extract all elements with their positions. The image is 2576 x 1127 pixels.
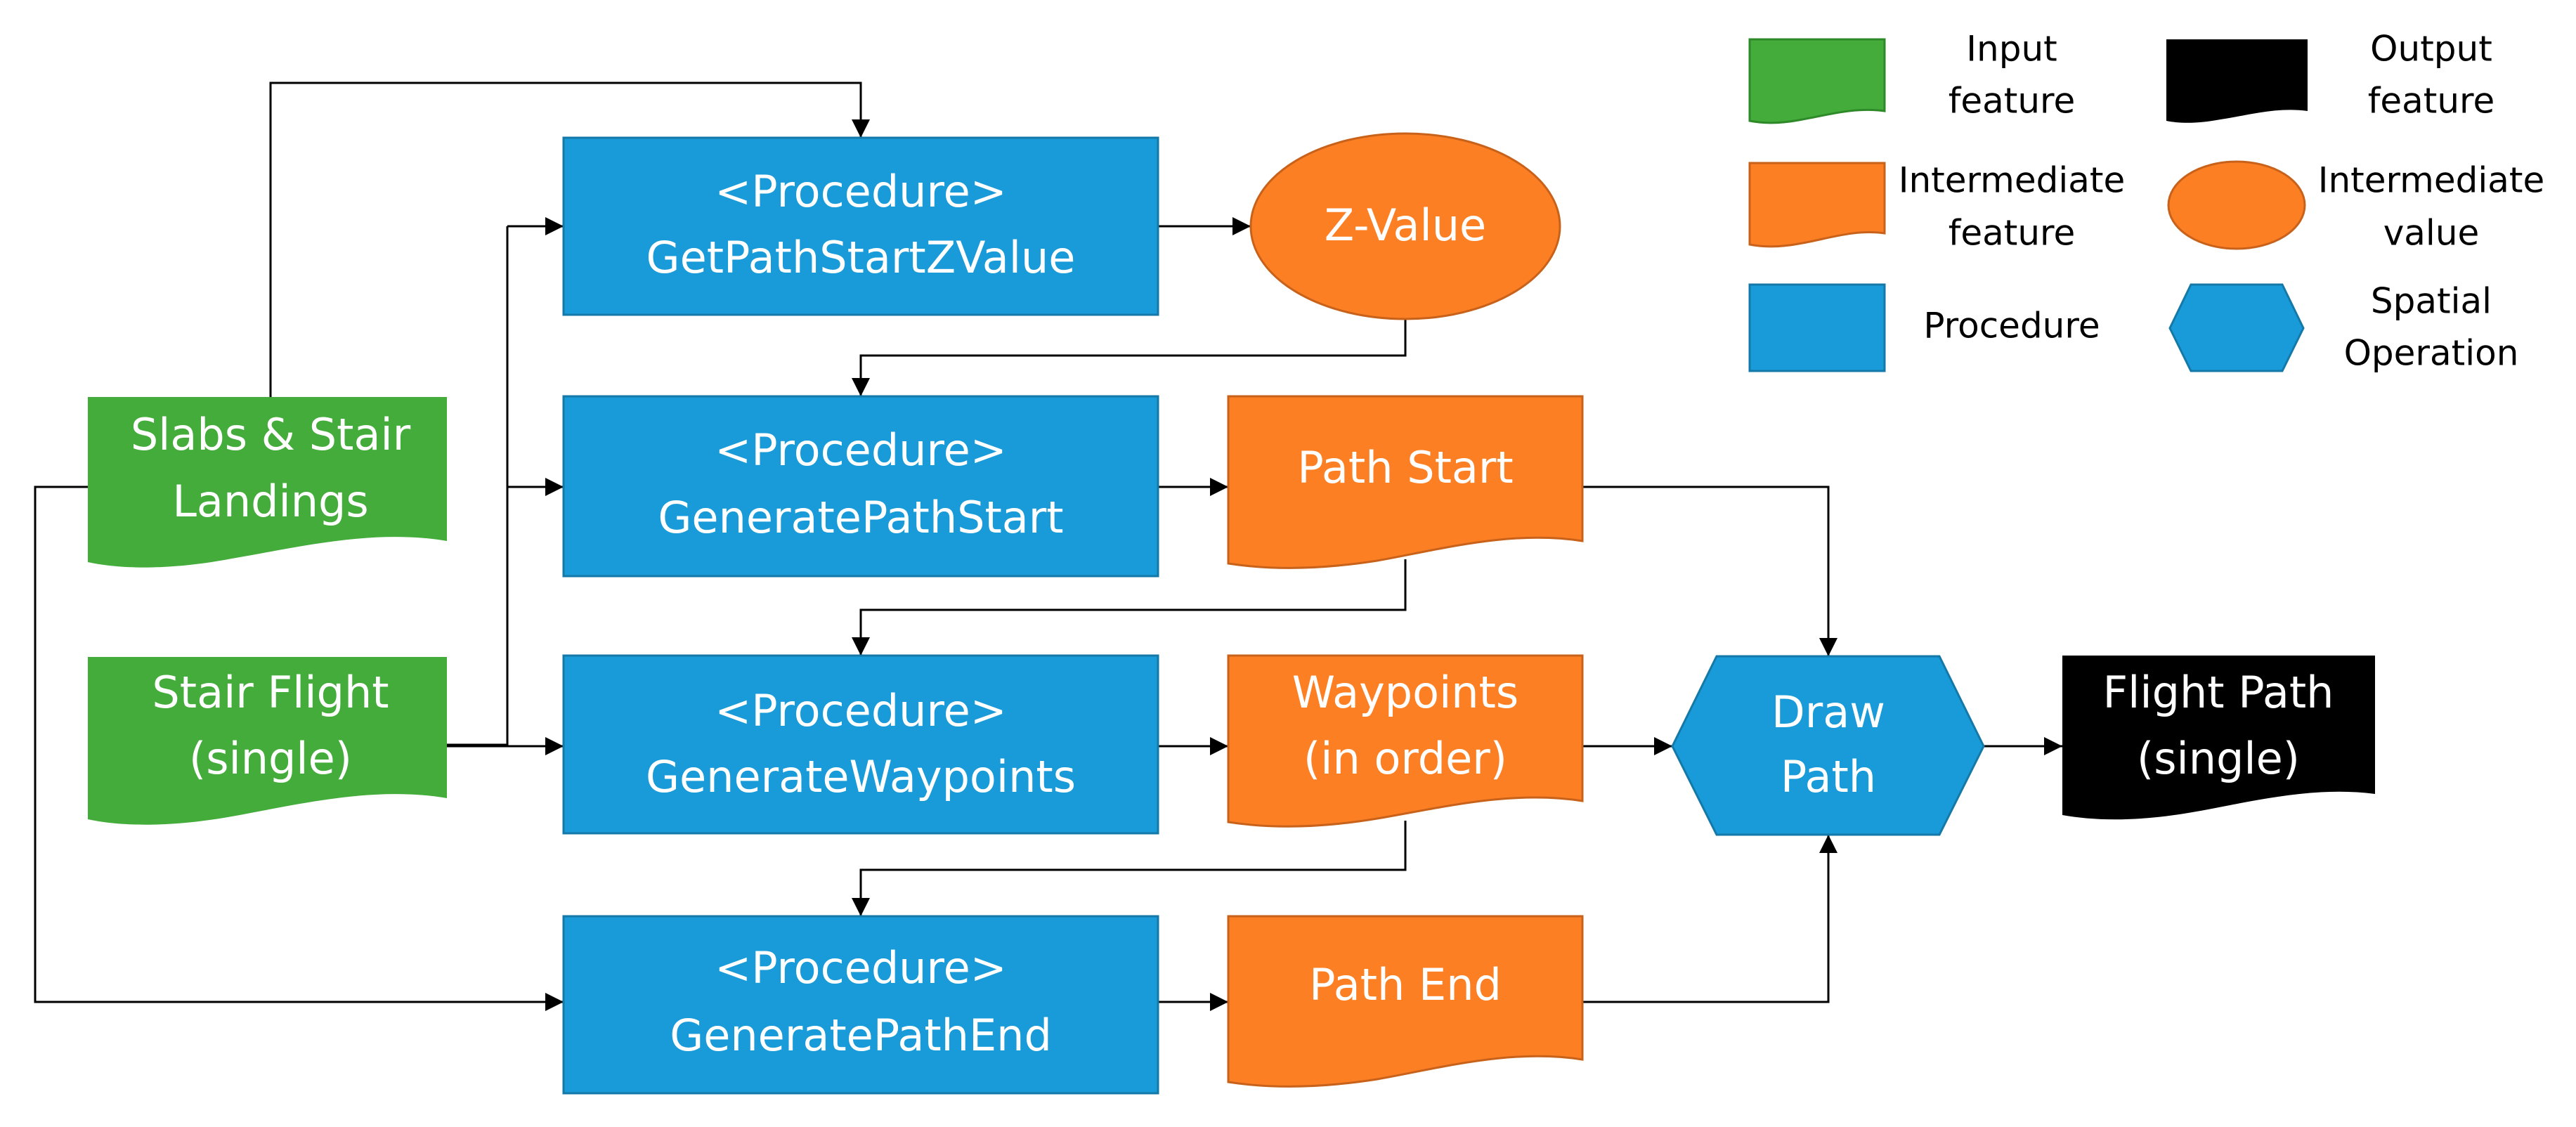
slabs-label-line2: Landings bbox=[172, 476, 368, 527]
edge-path-start-to-draw bbox=[1582, 486, 1837, 656]
input-feature-shape bbox=[88, 657, 447, 825]
edge-path-end-to-draw bbox=[1582, 835, 1837, 1003]
edge-zvalue-to-start-proc bbox=[852, 320, 1407, 396]
procedure-generate-path-end: <Procedure> GeneratePathEnd bbox=[562, 915, 1159, 1095]
waypoints-intermediate-feature: Waypoints (in order) bbox=[1227, 654, 1584, 828]
legend-intermediate-feature: Intermediate feature bbox=[1748, 160, 2126, 254]
legend-intermediate-feature-label-line1: Intermediate bbox=[1899, 160, 2126, 201]
slabs-input-feature: Slabs & Stair Landings bbox=[88, 397, 447, 568]
edge-waypoints-to-end-proc bbox=[852, 821, 1407, 916]
procedure-name: GeneratePathEnd bbox=[670, 1010, 1052, 1061]
path-end-label: Path End bbox=[1309, 959, 1502, 1010]
legend-intermediate-feature-swatch bbox=[1748, 162, 1886, 248]
edge-slabs-to-end-proc bbox=[34, 486, 564, 1011]
procedure-name: GetPathStartZValue bbox=[646, 232, 1076, 283]
procedure-tag: <Procedure> bbox=[715, 685, 1006, 736]
legend-output-swatch bbox=[2166, 39, 2308, 123]
procedure-tag: <Procedure> bbox=[715, 166, 1006, 217]
procedure-generate-waypoints: <Procedure> GenerateWaypoints bbox=[562, 654, 1159, 835]
draw-path-label-line1: Draw bbox=[1771, 686, 1885, 738]
edge-slabs-to-zvalue-proc bbox=[269, 82, 870, 397]
stair-flight-input-feature: Stair Flight (single) bbox=[88, 657, 447, 825]
procedure-get-path-start-z-value: <Procedure> GetPathStartZValue bbox=[562, 136, 1159, 316]
procedure-name: GenerateWaypoints bbox=[646, 751, 1076, 802]
edge-stair-to-procs-trunk bbox=[447, 226, 509, 746]
legend-intermediate-value-label-line1: Intermediate bbox=[2318, 160, 2545, 201]
flight-path-label-line2: (single) bbox=[2137, 733, 2300, 784]
slabs-label-line1: Slabs & Stair bbox=[131, 409, 411, 460]
z-value-intermediate-value: Z-Value bbox=[1249, 132, 1561, 320]
legend-intermediate-value-swatch bbox=[2167, 160, 2306, 250]
input-feature-shape bbox=[88, 397, 447, 568]
legend: Input feature Output feature Intermediat… bbox=[1748, 29, 2545, 374]
waypoints-label-line2: (in order) bbox=[1303, 733, 1507, 784]
edge-path-start-to-waypoints-proc bbox=[852, 559, 1407, 656]
legend-intermediate-value: Intermediate value bbox=[2167, 160, 2545, 254]
legend-spatial-operation-label-line2: Operation bbox=[2344, 333, 2519, 374]
legend-output-label-line1: Output bbox=[2370, 29, 2492, 70]
legend-input-feature: Input feature bbox=[1748, 29, 2076, 124]
procedure-tag: <Procedure> bbox=[715, 942, 1006, 994]
connectors bbox=[34, 82, 2062, 1011]
legend-output-label-line2: feature bbox=[2368, 81, 2495, 122]
legend-intermediate-value-label-line2: value bbox=[2383, 213, 2480, 254]
legend-output-feature: Output feature bbox=[2166, 29, 2494, 123]
flight-path-output-feature: Flight Path (single) bbox=[2062, 656, 2375, 820]
legend-procedure-label: Procedure bbox=[1923, 306, 2100, 346]
legend-spatial-operation: Spatial Operation bbox=[2168, 281, 2519, 374]
legend-input-swatch bbox=[1748, 38, 1886, 124]
legend-input-label-line2: feature bbox=[1949, 81, 2076, 122]
procedure-generate-path-start: <Procedure> GeneratePathStart bbox=[562, 395, 1159, 578]
stair-flight-label-line2: (single) bbox=[189, 733, 352, 784]
draw-path-label-line2: Path bbox=[1781, 751, 1876, 802]
legend-spatial-operation-label-line1: Spatial bbox=[2371, 281, 2492, 322]
procedure-name: GeneratePathStart bbox=[658, 492, 1063, 543]
path-start-label: Path Start bbox=[1297, 442, 1513, 493]
procedure-tag: <Procedure> bbox=[715, 424, 1006, 476]
flight-path-label-line1: Flight Path bbox=[2103, 667, 2334, 718]
path-start-intermediate-feature: Path Start bbox=[1227, 395, 1584, 569]
legend-procedure: Procedure bbox=[1748, 283, 2100, 372]
legend-procedure-swatch bbox=[1748, 283, 1886, 372]
draw-path-spatial-operation: Draw Path bbox=[1671, 655, 1985, 836]
path-end-intermediate-feature: Path End bbox=[1227, 915, 1584, 1088]
legend-input-label-line1: Input bbox=[1966, 29, 2057, 70]
waypoints-label-line1: Waypoints bbox=[1292, 667, 1518, 718]
legend-intermediate-feature-label-line2: feature bbox=[1949, 213, 2076, 254]
stair-flight-label-line1: Stair Flight bbox=[152, 667, 389, 718]
z-value-label: Z-Value bbox=[1325, 200, 1486, 251]
legend-spatial-operation-swatch bbox=[2168, 283, 2305, 372]
